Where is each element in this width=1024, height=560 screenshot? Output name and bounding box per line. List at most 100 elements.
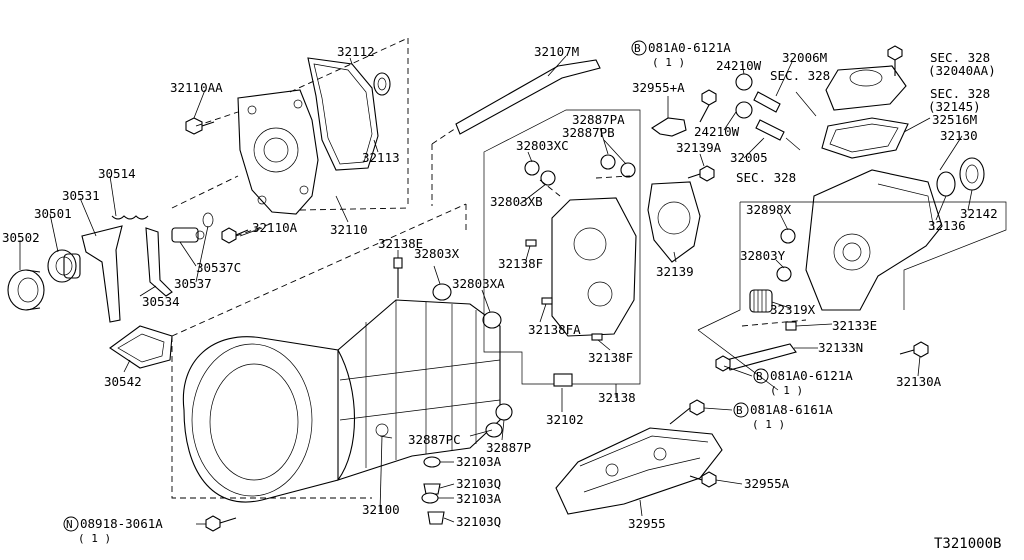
boot-30542 (109, 325, 173, 369)
label-32102: 32102 (546, 412, 584, 427)
label-32516M: 32516M (932, 112, 977, 127)
crossmember-32955 (555, 427, 723, 515)
label-32110AA: 32110AA (170, 80, 223, 95)
label-32133E: 32133E (832, 318, 877, 333)
label-081A8-qty: ( 1 ) (752, 418, 785, 431)
label-32803X: 32803X (414, 246, 460, 261)
bushing-32887PC (485, 422, 503, 438)
pin-32138F-b (591, 333, 603, 341)
label-30514: 30514 (98, 166, 136, 181)
bearing-32319X (749, 289, 773, 313)
label-32955A: 32955A (744, 476, 790, 491)
main-case-32100 (337, 299, 501, 481)
label-32138FA: 32138FA (528, 322, 581, 337)
label-32110: 32110 (330, 222, 368, 237)
pin-32133E (785, 321, 797, 331)
label-32107M: 32107M (534, 44, 579, 59)
plug-32103Q-b (427, 511, 445, 525)
crossmember-group (555, 399, 723, 515)
bolt-sec328-top (887, 45, 903, 76)
bolt-081A0-6121A-bottom (715, 355, 731, 372)
label-081A8-6161A: 081A8-6161A (750, 402, 833, 417)
label-32103Q-a: 32103Q (456, 476, 501, 491)
svg-text:B: B (736, 404, 743, 417)
label-30502: 30502 (2, 230, 40, 245)
bolt-32110A (221, 227, 249, 244)
label-32130A: 32130A (896, 374, 942, 389)
label-32138F-a: 32138F (498, 256, 543, 271)
front-cover-bore (253, 127, 299, 173)
label-32110A: 32110A (252, 220, 298, 235)
label-sec328-a: SEC. 328 (770, 68, 830, 83)
label-32005: 32005 (730, 150, 768, 165)
bushing-32898X (780, 228, 796, 244)
front-cover-group (7, 37, 409, 369)
switch-32005 (755, 119, 785, 141)
adapter-plate-group (431, 59, 641, 387)
label-32136: 32136 (928, 218, 966, 233)
shift-rail-32107M (455, 59, 601, 135)
label-32113: 32113 (362, 150, 400, 165)
label-32138: 32138 (598, 390, 636, 405)
adapter-plate-box (483, 109, 641, 385)
bushing-32887P (495, 403, 513, 421)
bolt-32110AA (185, 117, 215, 135)
pivot-30537C (171, 227, 205, 243)
shift-boot-cover (825, 65, 907, 111)
label-32803XC: 32803XC (516, 138, 569, 153)
bell-housing (182, 336, 356, 503)
bushing-32136 (936, 171, 956, 197)
label-32138E: 32138E (378, 236, 423, 251)
label-sec328-b-sub: (32040AA) (928, 63, 996, 78)
label-30537: 30537 (174, 276, 212, 291)
bolt-32138E (393, 257, 403, 298)
label-32006M: 32006M (782, 50, 827, 65)
label-32319X: 32319X (770, 302, 816, 317)
switch-32006M (753, 91, 781, 113)
spring-30514 (111, 215, 149, 220)
pin-32138FA (541, 297, 553, 305)
front-cover-inner-bore (263, 137, 289, 163)
gasket-32139 (647, 181, 701, 263)
leader-lines (19, 55, 973, 525)
gasket-32516M (821, 117, 909, 159)
label-24210W-b: 24210W (694, 124, 740, 139)
label-08918-qty: ( 1 ) (78, 532, 111, 545)
label-30531: 30531 (62, 188, 100, 203)
sec328-cable-a (795, 91, 817, 117)
label-sec328-c-sub: (32145) (928, 99, 981, 114)
label-32898X: 32898X (746, 202, 792, 217)
label-sec328-b: SEC. 328 (930, 50, 990, 65)
bolt-32955A (689, 471, 717, 488)
bolt-32139A (687, 165, 715, 182)
label-32139A: 32139A (676, 140, 722, 155)
label-32803Y: 32803Y (740, 248, 786, 263)
bolt-081A8-6161A (669, 399, 705, 425)
clip-30534 (145, 227, 173, 297)
label-sec328-d: SEC. 328 (736, 170, 796, 185)
label-32103A-b: 32103A (456, 491, 502, 506)
oil-seal-32142 (959, 157, 985, 191)
gasket-32103A-b (421, 492, 439, 504)
label-32887PC: 32887PC (408, 432, 461, 447)
label-30542: 30542 (104, 374, 142, 389)
label-32803XA: 32803XA (452, 276, 505, 291)
label-32803XB: 32803XB (490, 194, 543, 209)
bearing-sleeve-30501 (47, 249, 81, 283)
label-32955A-top: 32955+A (632, 80, 685, 95)
label-30537C: 30537C (196, 260, 241, 275)
svg-text:B: B (756, 370, 763, 383)
label-32955: 32955 (628, 516, 666, 531)
magnet-32102 (553, 373, 573, 387)
label-24210W-a: 24210W (716, 58, 762, 73)
washer-30537 (202, 212, 214, 228)
svg-text:B: B (634, 42, 641, 55)
bushing-32887PB (620, 162, 636, 178)
bushing-32803XC (524, 160, 540, 176)
nut-marker-08918: N (63, 516, 79, 532)
gasket-32112 (307, 57, 379, 171)
bolt-08918-3061A (205, 515, 237, 532)
label-32138F-b: 32138F (588, 350, 633, 365)
label-32887PA: 32887PA (572, 112, 625, 127)
